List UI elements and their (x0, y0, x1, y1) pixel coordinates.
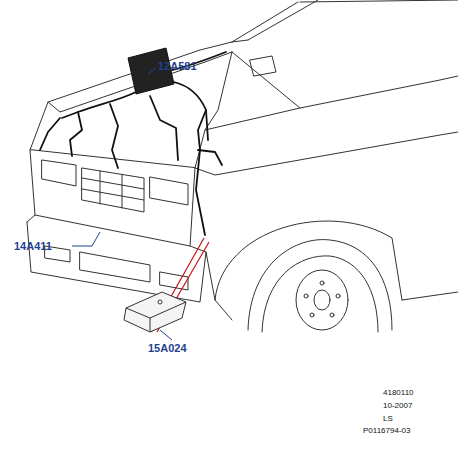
illustration-number: 4180110 (383, 389, 414, 397)
callout-number: 15A024 (148, 343, 187, 354)
callout-number: 14A411 (14, 241, 52, 252)
market-code: LS (383, 415, 393, 423)
callout-number: 12A581 (158, 61, 197, 72)
date-code: 10-2007 (383, 402, 412, 410)
part-reference: P0116794-03 (363, 427, 410, 435)
